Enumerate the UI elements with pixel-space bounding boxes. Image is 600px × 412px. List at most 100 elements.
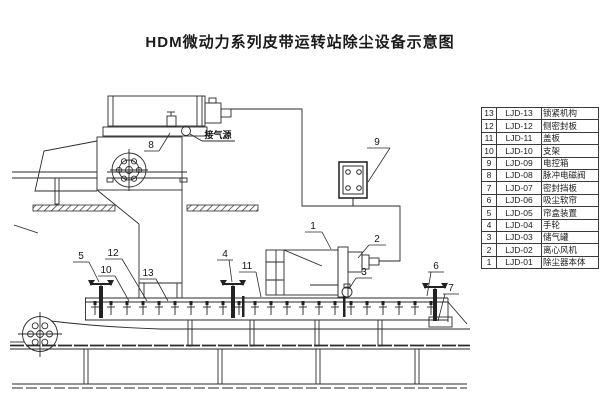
- part-code: LJD-03: [496, 230, 542, 245]
- part-no: 2: [481, 243, 497, 257]
- callout-12: 12: [105, 248, 148, 302]
- part-code: LJD-13: [496, 106, 542, 121]
- platform-hatching: [32, 204, 259, 212]
- part-name: 手轮: [541, 218, 599, 232]
- callout-13: 13: [140, 268, 169, 302]
- part-name: 除尘器本体: [541, 255, 599, 270]
- control-wire: [231, 108, 401, 262]
- part-no: 11: [481, 131, 497, 146]
- table-row: 1 LJD-01 除尘器本体: [481, 255, 599, 270]
- fan-inlet-flange-icon: [110, 149, 148, 191]
- part-no: 3: [481, 230, 497, 245]
- air-tank-icon: [341, 283, 353, 298]
- part-name: 电控箱: [541, 156, 599, 170]
- callout-2: 2: [357, 234, 386, 259]
- cover-bolts: [90, 300, 436, 316]
- part-name: 脉冲电磁阀: [541, 168, 599, 183]
- part-no: 4: [481, 218, 497, 232]
- part-no: 1: [481, 255, 497, 270]
- part-name: 吸尘软帘: [541, 193, 599, 208]
- callout-3: 3: [348, 267, 372, 290]
- part-name: 储气罐: [541, 230, 599, 245]
- part-code: LJD-04: [496, 218, 542, 232]
- part-code: LJD-08: [496, 168, 542, 183]
- air-source-label: 接气源: [204, 129, 231, 140]
- table-row: 6 LJD-06 吸尘软帘: [481, 193, 599, 208]
- callout-4: 4: [217, 249, 233, 283]
- part-no: 8: [481, 168, 497, 183]
- table-row: 13 LJD-13 锁紧机构: [481, 106, 599, 121]
- callout-8: 8: [144, 132, 171, 152]
- part-no: 7: [481, 181, 497, 195]
- part-no: 6: [481, 193, 497, 208]
- table-row: 10 LJD-10 支架: [481, 144, 599, 158]
- table-row: 7 LJD-07 密封挡板: [481, 181, 599, 195]
- svg-text:4: 4: [222, 249, 228, 260]
- control-box-icon: [338, 161, 368, 206]
- part-no: 13: [481, 106, 497, 121]
- part-no: 12: [481, 119, 497, 133]
- svg-text:9: 9: [374, 137, 380, 148]
- callouts: 1 2 3 4 5 6 7: [73, 132, 459, 322]
- callout-11: 11: [239, 261, 262, 298]
- part-code: LJD-09: [496, 156, 542, 170]
- callout-7: 7: [437, 283, 459, 322]
- seal-baffle-icon: [428, 316, 453, 328]
- part-code: LJD-02: [496, 243, 542, 257]
- svg-text:2: 2: [374, 234, 380, 245]
- part-code: LJD-12: [496, 119, 542, 133]
- table-row: 9 LJD-09 电控箱: [481, 156, 599, 170]
- part-name: 盖板: [541, 131, 599, 146]
- part-name: 侧密封板: [541, 119, 599, 133]
- callout-1: 1: [305, 221, 332, 250]
- head-pulley-icon: [18, 312, 62, 357]
- soft-curtain-icon: [421, 282, 449, 295]
- part-name: 支架: [541, 144, 599, 158]
- curtain-box-icon: [87, 279, 115, 292]
- part-name: 帘盒装置: [541, 206, 599, 220]
- handwheel-icon: [219, 279, 247, 292]
- part-code: LJD-05: [496, 206, 542, 220]
- part-name: 离心风机: [541, 243, 599, 257]
- svg-text:6: 6: [433, 261, 439, 272]
- svg-text:1: 1: [310, 221, 316, 232]
- svg-text:10: 10: [100, 265, 112, 276]
- part-code: LJD-10: [496, 144, 542, 158]
- collector-column: [12, 136, 188, 298]
- fan-shaft: [220, 108, 232, 118]
- callout-10: 10: [98, 265, 130, 302]
- part-code: LJD-07: [496, 181, 542, 195]
- part-name: 密封挡板: [541, 181, 599, 195]
- air-inlet-port: [181, 126, 191, 136]
- air-source-callout: 接气源: [189, 129, 235, 142]
- fan-end-cap: [204, 102, 222, 124]
- table-row: 12 LJD-12 侧密封板: [481, 119, 599, 133]
- svg-text:12: 12: [107, 248, 119, 259]
- centrifugal-fan-icon: [347, 251, 363, 273]
- table-row: 5 LJD-05 帘盒装置: [481, 206, 599, 220]
- svg-text:13: 13: [142, 268, 154, 279]
- parts-table: 13 LJD-13 锁紧机构 12 LJD-12 侧密封板 11 LJD-11 …: [481, 106, 599, 270]
- part-name: 锁紧机构: [541, 106, 599, 121]
- table-row: 3 LJD-03 储气罐: [481, 230, 599, 245]
- table-row: 4 LJD-04 手轮: [481, 218, 599, 232]
- callout-9: 9: [367, 137, 391, 183]
- pulse-valve-icon: [166, 115, 177, 128]
- page-title: HDM微动力系列皮带运转站除尘设备示意图: [145, 34, 455, 51]
- svg-text:3: 3: [361, 267, 367, 278]
- table-row: 2 LJD-02 离心风机: [481, 243, 599, 257]
- part-code: LJD-11: [496, 131, 542, 146]
- callout-5: 5: [73, 251, 100, 283]
- part-code: LJD-01: [496, 255, 542, 270]
- feed-chute: [34, 140, 98, 192]
- top-fan-assembly: [102, 95, 232, 137]
- svg-text:7: 7: [448, 283, 454, 294]
- part-no: 10: [481, 144, 497, 158]
- svg-text:11: 11: [242, 261, 253, 272]
- table-row: 8 LJD-08 脉冲电磁阀: [481, 168, 599, 183]
- svg-text:8: 8: [148, 140, 154, 151]
- svg-text:5: 5: [78, 251, 84, 262]
- collector-body-side: [265, 246, 380, 298]
